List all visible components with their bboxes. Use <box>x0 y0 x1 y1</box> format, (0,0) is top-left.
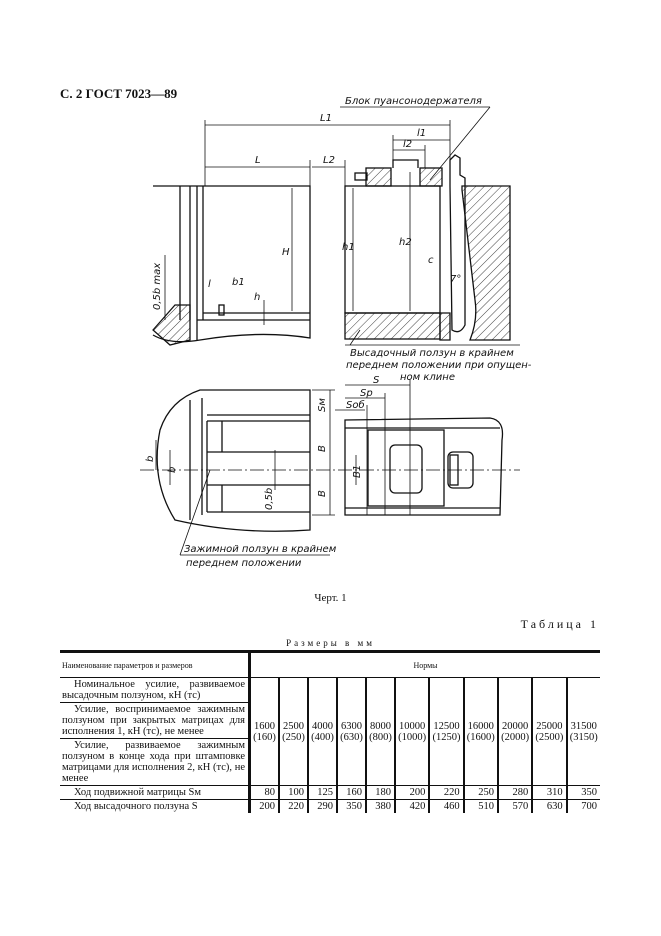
svg-text:переднем положении при опущен-: переднем положении при опущен- <box>346 360 532 371</box>
label-L: L <box>255 155 261 166</box>
table-subtitle: Размеры в мм <box>286 638 375 648</box>
technical-drawing: Блок пуансонодержателя L1 L L2 l1 l2 H h… <box>140 96 532 569</box>
clamp-block-side <box>152 185 311 346</box>
table-row: Ход подвижной матрицы Sм 80 100 125 160 … <box>60 785 600 800</box>
page-header: С. 2 ГОСТ 7023—89 <box>60 86 178 101</box>
label-h2: h2 <box>399 237 412 248</box>
label-L1: L1 <box>320 113 332 124</box>
label-Sp: Sp <box>360 388 373 399</box>
label-b-outer: b <box>145 456 156 462</box>
table-header-row: Наименование параметров и размеров Нормы <box>60 650 600 678</box>
label-clamp-slide: Зажимной ползун в крайнем <box>184 544 337 555</box>
label-B-top: B <box>317 445 328 452</box>
label-h1: h1 <box>342 242 355 253</box>
upset-slide-top <box>344 417 504 516</box>
figure-caption: Черт. 1 <box>314 592 347 604</box>
label-B1: B1 <box>352 465 363 478</box>
header-name: Наименование параметров и размеров <box>60 650 251 678</box>
table-row: Номинальное усилие, развиваемое высадочн… <box>60 677 600 786</box>
label-H: H <box>282 247 290 258</box>
clamp-block-top <box>156 389 311 532</box>
label-upset-slide: Высадочный ползун в крайнем <box>350 348 514 359</box>
label-l1: l1 <box>417 128 426 139</box>
header-norms: Нормы <box>249 650 600 678</box>
label-B-bottom: B <box>317 490 328 497</box>
label-l2: l2 <box>403 139 412 150</box>
svg-text:ном клине: ном клине <box>400 372 455 383</box>
label-c: c <box>428 255 434 266</box>
label-S: S <box>373 375 380 386</box>
label-h: h <box>254 292 260 303</box>
label-L2: L2 <box>323 155 335 166</box>
label-b1: b1 <box>232 277 245 288</box>
table-title: Таблица 1 <box>520 617 599 631</box>
svg-text:переднем положении: переднем положении <box>186 558 302 569</box>
label-angle: 7° <box>450 274 461 285</box>
label-l: l <box>208 279 211 290</box>
label-punch-block: Блок пуансонодержателя <box>345 96 482 107</box>
label-half-b: 0,5b <box>264 488 275 510</box>
label-b-inner: b <box>167 467 178 473</box>
label-Sob: Sоб <box>346 399 365 411</box>
table-row: Усилие, воспринимаемое зажимным ползуном… <box>60 702 600 739</box>
parameters-table: Наименование параметров и размеров Нормы… <box>60 650 600 813</box>
label-half-b-max: 0,5b max <box>152 263 163 310</box>
table-row: Ход высадочного ползуна S 200 220 290 35… <box>60 799 600 813</box>
dimension-lines <box>140 106 520 556</box>
table-row: Усилие, развиваемое зажимным ползуном в … <box>60 738 600 786</box>
upset-slide-side <box>344 154 511 341</box>
label-Sm: Sм <box>317 398 328 412</box>
drawing-labels: Блок пуансонодержателя L1 L L2 l1 l2 H h… <box>145 96 532 569</box>
